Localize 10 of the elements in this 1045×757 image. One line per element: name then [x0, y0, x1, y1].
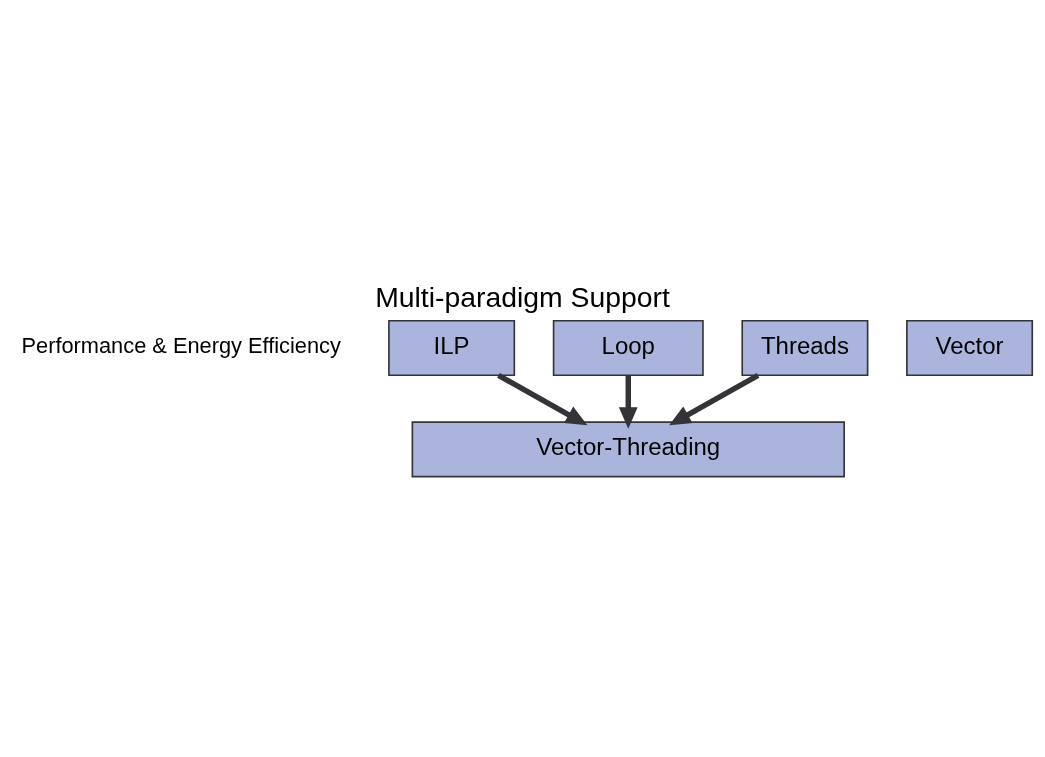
node-box: Loop: [552, 319, 704, 377]
node-box: Vector-Threading: [411, 421, 845, 478]
node-box: Threads: [741, 319, 869, 377]
node-box: Vector: [906, 319, 1034, 377]
arrow: [669, 373, 760, 426]
label: Performance & Energy Efficiency: [21, 333, 341, 359]
node-box: ILP: [388, 319, 516, 377]
arrow: [497, 373, 588, 426]
arrow: [618, 375, 638, 429]
diagram-title: Multi-paradigm Support: [375, 281, 670, 314]
